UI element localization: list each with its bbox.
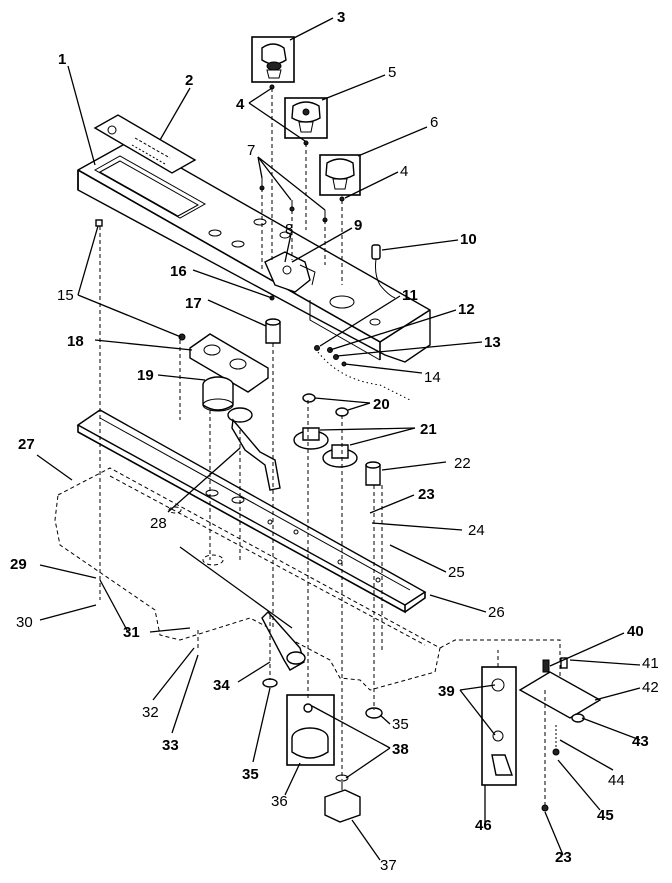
switch-bracket-part — [264, 251, 316, 293]
callout-4a: 4 — [236, 96, 245, 113]
callout-7: 7 — [247, 142, 255, 159]
callout-6: 6 — [430, 114, 438, 131]
callout-35a: 35 — [242, 766, 259, 783]
callout-36: 36 — [271, 793, 288, 810]
callout-39: 39 — [438, 683, 455, 700]
callout-38: 38 — [392, 741, 409, 758]
knob-part-3 — [251, 36, 295, 83]
callout-11: 11 — [402, 287, 418, 304]
callout-3: 3 — [337, 9, 345, 26]
manifold-bar-part — [76, 409, 427, 614]
callout-18: 18 — [67, 333, 84, 350]
callout-29: 29 — [10, 556, 27, 573]
valve-handle-part — [261, 610, 306, 671]
callout-10: 10 — [460, 231, 477, 248]
valve-bracket-part — [189, 333, 269, 393]
valve-part — [227, 407, 281, 491]
callout-20: 20 — [373, 396, 390, 413]
switch-part-37 — [324, 774, 361, 823]
knob-part-6 — [319, 154, 361, 196]
callout-33: 33 — [162, 737, 179, 754]
callout-2: 2 — [185, 72, 193, 89]
callout-4b: 4 — [400, 163, 408, 180]
callout-27: 27 — [18, 436, 35, 453]
callout-44: 44 — [608, 772, 625, 789]
leader-lines — [36, 17, 641, 861]
spark-module-part — [286, 694, 335, 766]
callout-19: 19 — [137, 367, 154, 384]
callout-13: 13 — [484, 334, 501, 351]
knob-collars — [293, 393, 381, 486]
callout-15: 15 — [57, 287, 74, 304]
right-cluster-parts — [439, 639, 602, 812]
callout-17: 17 — [185, 295, 202, 312]
callout-43: 43 — [632, 733, 649, 750]
callout-22: 22 — [454, 455, 471, 472]
light-socket-part — [371, 244, 396, 299]
callout-12: 12 — [458, 301, 475, 318]
callout-31: 31 — [123, 624, 140, 641]
callout-23b: 23 — [555, 849, 572, 866]
callout-23a: 23 — [418, 486, 435, 503]
callout-28: 28 — [150, 515, 167, 532]
callout-45: 45 — [597, 807, 614, 824]
callout-40: 40 — [627, 623, 644, 640]
control-panel-part — [77, 139, 431, 363]
grommets-35 — [262, 678, 383, 719]
callout-1: 1 — [58, 51, 66, 68]
assembly-lines — [99, 88, 546, 805]
small-parts-11-17 — [95, 219, 347, 367]
callout-25: 25 — [448, 564, 465, 581]
callout-5: 5 — [388, 64, 396, 81]
callout-32: 32 — [142, 704, 159, 721]
callout-30: 30 — [16, 614, 33, 631]
callout-34: 34 — [213, 677, 230, 694]
dashed-panel-part — [54, 467, 441, 691]
callout-8: 8 — [285, 221, 293, 238]
callout-9: 9 — [354, 217, 362, 234]
knob-part-5 — [284, 97, 328, 139]
callout-labels: 1 2 3 4 5 6 4 7 8 9 10 11 12 13 14 15 16… — [10, 9, 659, 874]
callout-16: 16 — [170, 263, 187, 280]
callout-41: 41 — [642, 655, 659, 672]
callout-14: 14 — [424, 369, 441, 386]
callout-21: 21 — [420, 421, 437, 438]
callout-37: 37 — [380, 857, 397, 874]
callout-24: 24 — [468, 522, 485, 539]
nameplate-part — [93, 114, 197, 174]
callout-35b: 35 — [392, 716, 409, 733]
switch-assembly-part — [481, 666, 517, 786]
callout-42: 42 — [642, 679, 659, 696]
callout-26: 26 — [488, 604, 505, 621]
callout-46: 46 — [475, 817, 492, 834]
regulator-part — [202, 376, 234, 412]
